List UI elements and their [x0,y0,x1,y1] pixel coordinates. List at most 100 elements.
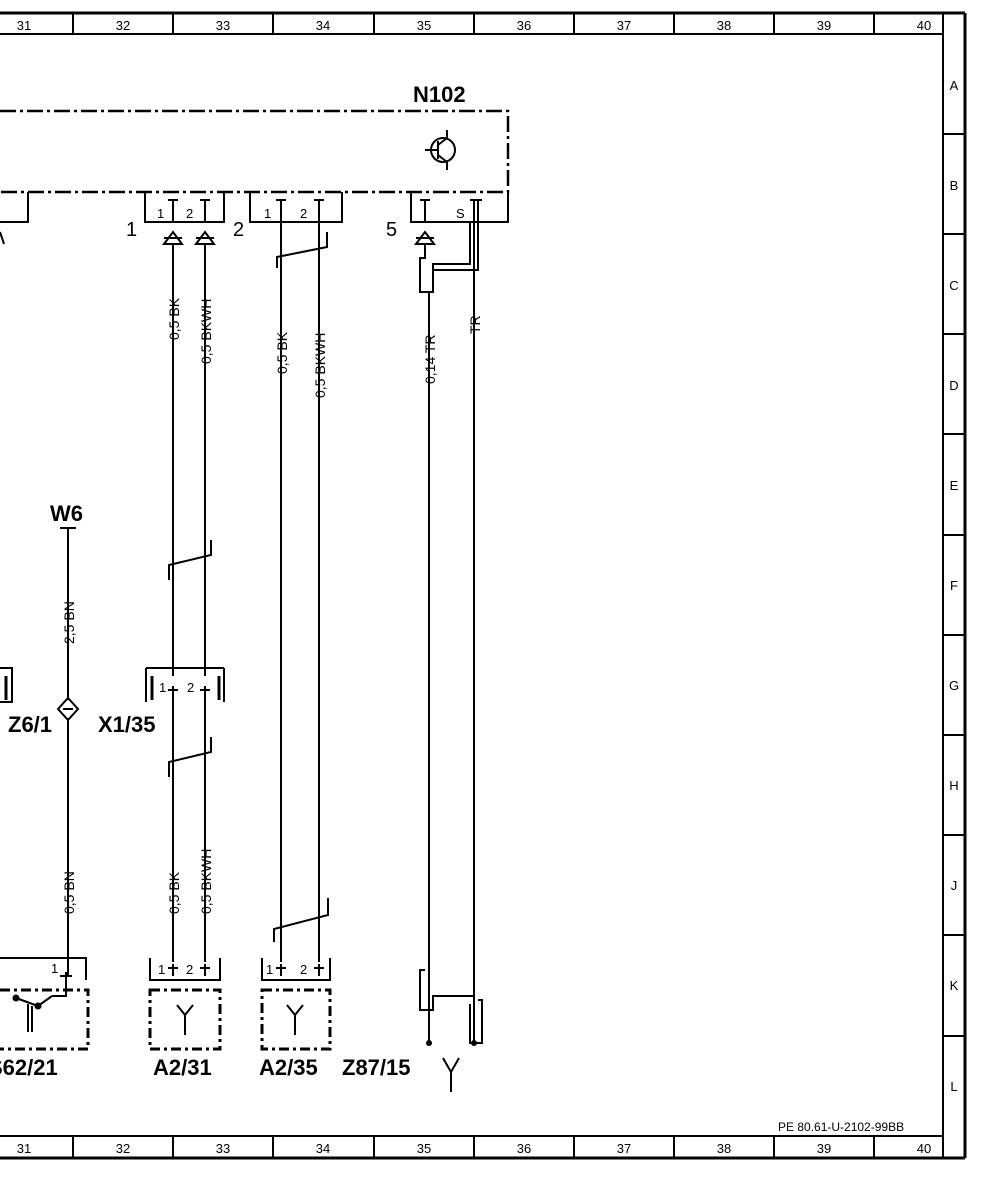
row-label: G [949,678,959,693]
row-labels: A B C D E F G H J K L [949,78,959,1094]
a2-31-component [148,958,222,1051]
pin-2-label: 2 [300,962,307,977]
col-label: 35 [417,18,431,33]
shield-wire [419,969,475,1043]
pin-2-label: 2 [186,962,193,977]
shield-wire [419,222,471,293]
splice-icon [56,696,80,722]
drawing-reference: PE 80.61-U-2102-99BB [778,1120,904,1134]
row-label: C [949,278,958,293]
s62-21-label: S62/21 [0,1055,58,1080]
col-label: 39 [817,1141,831,1156]
column-labels-top: 31 32 33 34 35 36 37 38 39 40 [17,18,931,33]
pin-1-label: 1 [158,962,165,977]
wire-label: TR [467,315,483,334]
row-label: L [950,1079,957,1094]
n102-module [0,109,510,223]
wire-label: 0,5 BK [166,871,182,914]
n102-outline [0,109,510,194]
col-label: 38 [717,1141,731,1156]
a2-35-component [260,958,332,1051]
twist-marker [168,737,212,777]
pin-1-label: 1 [157,206,164,221]
col-label: 34 [316,18,330,33]
connector-1-housing [144,192,225,223]
shield-wire [433,222,479,271]
connector-left-partial [0,192,29,223]
col-label: 38 [717,18,731,33]
s62-21-switch [0,957,90,1051]
arrow-icon [414,230,436,245]
wire-label: 0,5 BK [274,331,290,374]
z87-15-antenna-icon [442,1057,460,1092]
twist-marker [273,898,329,942]
col-label: 40 [917,1141,931,1156]
wire-label: 0,5 BKWH [312,333,328,398]
wire-labels: 0,5 BK 0,5 BKWH 0,5 BK 0,5 BKWH 0,14 TR … [61,297,483,914]
row-label: E [950,478,959,493]
arrow-icon [0,231,5,245]
row-label: B [950,178,959,193]
col-label: 35 [417,1141,431,1156]
z87-15-label: Z87/15 [342,1055,411,1080]
row-label: A [950,78,959,93]
pin-2-label: 2 [187,680,194,695]
twist-marker [168,540,212,580]
col-label: 31 [17,1141,31,1156]
connector-5-label: 5 [386,219,397,241]
row-label: K [950,978,959,993]
twist-marker [276,232,328,268]
wire-label: 0,14 TR [422,334,438,384]
wire-label: 0,5 BK [166,297,182,340]
shield-wire [469,999,483,1044]
col-label: 40 [917,18,931,33]
z6-1-label: Z6/1 [8,712,52,737]
a2-31-label: A2/31 [153,1055,212,1080]
a2-35-label: A2/35 [259,1055,318,1080]
row-label: D [949,378,958,393]
wires [60,222,483,1044]
wire-label: 0,5 BN [61,871,77,914]
pin-1-label: 1 [264,206,271,221]
col-label: 32 [116,18,130,33]
x1-35-connector [145,667,225,702]
col-label: 37 [617,18,631,33]
row-label: J [951,878,958,893]
pin-s-label: S [456,206,465,221]
transistor-icon [425,130,456,170]
pin-2-label: 2 [186,206,193,221]
w6-label: W6 [50,501,83,526]
col-label: 39 [817,18,831,33]
col-label: 32 [116,1141,130,1156]
plug-arrows [0,230,436,245]
pin-1-label: 1 [159,680,166,695]
row-label: F [950,578,958,593]
wire-end-dots [426,1040,477,1046]
wire-label: 2,5 BN [61,601,77,644]
pin-1-label: 1 [266,962,273,977]
col-label: 33 [216,18,230,33]
col-label: 34 [316,1141,330,1156]
column-labels-bottom: 31 32 33 34 35 36 37 38 39 40 [17,1141,931,1156]
left-partial-connector [0,667,13,703]
connector-5-housing [410,192,509,223]
col-label: 36 [517,18,531,33]
frame [0,11,967,1160]
col-label: 37 [617,1141,631,1156]
col-label: 33 [216,1141,230,1156]
arrow-icon [194,230,216,245]
column-dividers [72,13,875,1158]
n102-pins [168,199,482,222]
pin-1-label: 1 [51,961,58,976]
antenna-icon [286,1004,304,1035]
connector-1-label: 1 [126,219,137,241]
row-dividers [943,133,965,1037]
connector-2-housing [249,192,343,223]
antenna-icon [176,1004,194,1035]
n102-label: N102 [413,82,466,107]
pin-2-label: 2 [300,206,307,221]
col-label: 31 [17,18,31,33]
col-label: 36 [517,1141,531,1156]
